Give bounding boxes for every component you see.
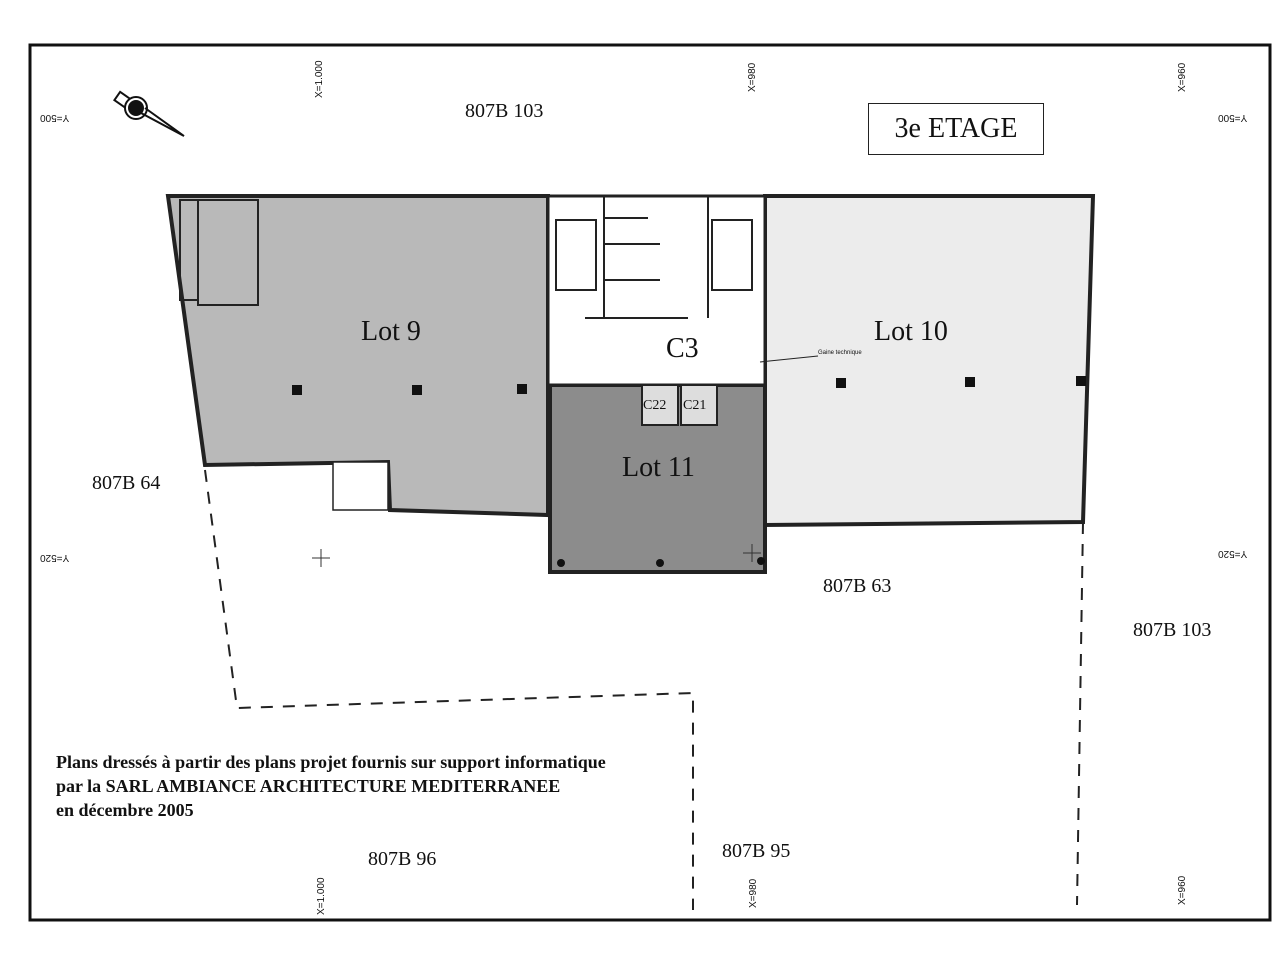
coord-y-520-right: Y=520 [1218,548,1248,559]
note-line: en décembre 2005 [56,800,194,820]
coord-y-500-right: Y=500 [1218,112,1248,123]
c21-label: C21 [683,398,707,413]
parcel-right: 807B 103 [1133,619,1212,641]
parcel-top: 807B 103 [465,100,544,122]
note-line: par la SARL AMBIANCE ARCHITECTURE MEDITE… [56,776,561,796]
coord-x-980-top: X=980 [747,62,758,92]
parcel-boundary-right [1076,521,1084,906]
note-line: Plans dressés à partir des plans projet … [56,752,606,772]
lot-10-area [763,194,1096,528]
drawing-note: Plans dressés à partir des plans projet … [56,750,606,822]
sheet-frame [28,43,1272,922]
lot-11-label: Lot 11 [622,452,695,483]
lot-9-label: Lot 9 [361,316,421,347]
north-arrow-icon [113,90,185,137]
coord-x-960-top: X=960 [1177,62,1188,92]
common-c3-label: C3 [666,333,699,364]
columns [292,376,1086,567]
core-walls [179,196,753,426]
c22-label: C22 [643,398,667,413]
coord-x-1000-top: X=1.000 [314,60,325,98]
parcel-boundary-left [204,469,694,910]
gaine-technique-label: Gaine technique [818,350,862,356]
crosshairs [312,544,761,567]
parcel-bottom-mid: 807B 95 [722,840,791,862]
lot-9-notch [332,461,389,511]
parcel-bottom-left: 807B 96 [368,848,437,870]
lot-10-label: Lot 10 [874,316,948,347]
coord-x-1000-bottom: X=1.000 [316,877,327,915]
floor-title: 3e ETAGE [868,103,1044,155]
coord-x-980-bottom: X=980 [748,878,759,908]
coord-y-500-left: Y=500 [40,112,70,123]
annotation-leader [759,355,819,363]
parcel-center: 807B 63 [823,575,892,597]
coord-x-960-bottom: X=960 [1177,875,1188,905]
coord-y-520-left: Y=520 [40,552,70,563]
parcel-left: 807B 64 [92,472,161,494]
